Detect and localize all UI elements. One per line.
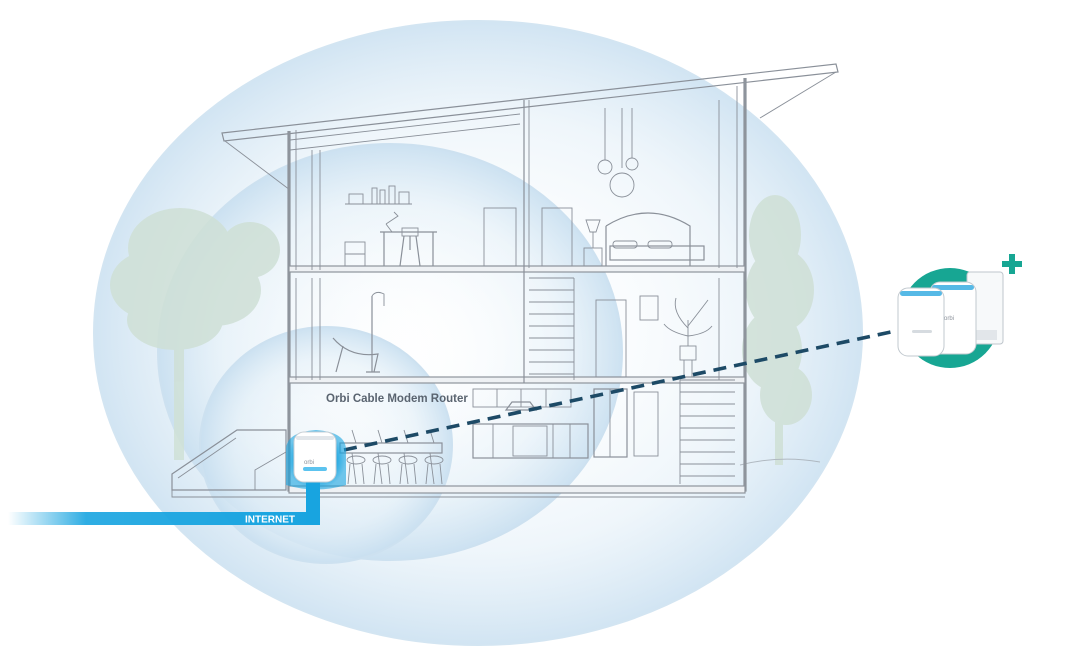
upper-floor-furniture	[344, 108, 705, 267]
house	[171, 63, 839, 498]
plus-icon	[1002, 254, 1022, 274]
router-label: Orbi Cable Modem Router	[326, 393, 468, 405]
orbi-router-icon: orbi	[286, 430, 346, 490]
satellite-kit: orbi	[897, 268, 1004, 368]
ground-floor-furniture	[339, 379, 735, 485]
internet-label: INTERNET	[245, 515, 295, 526]
wireless-link	[343, 328, 901, 452]
middle-floor-furniture	[332, 277, 713, 380]
satellite-brand: orbi	[944, 316, 954, 322]
tree-right	[739, 195, 821, 466]
internet-cable: INTERNET	[8, 476, 320, 526]
tree-left	[110, 208, 280, 460]
router-brand: orbi	[304, 460, 314, 466]
